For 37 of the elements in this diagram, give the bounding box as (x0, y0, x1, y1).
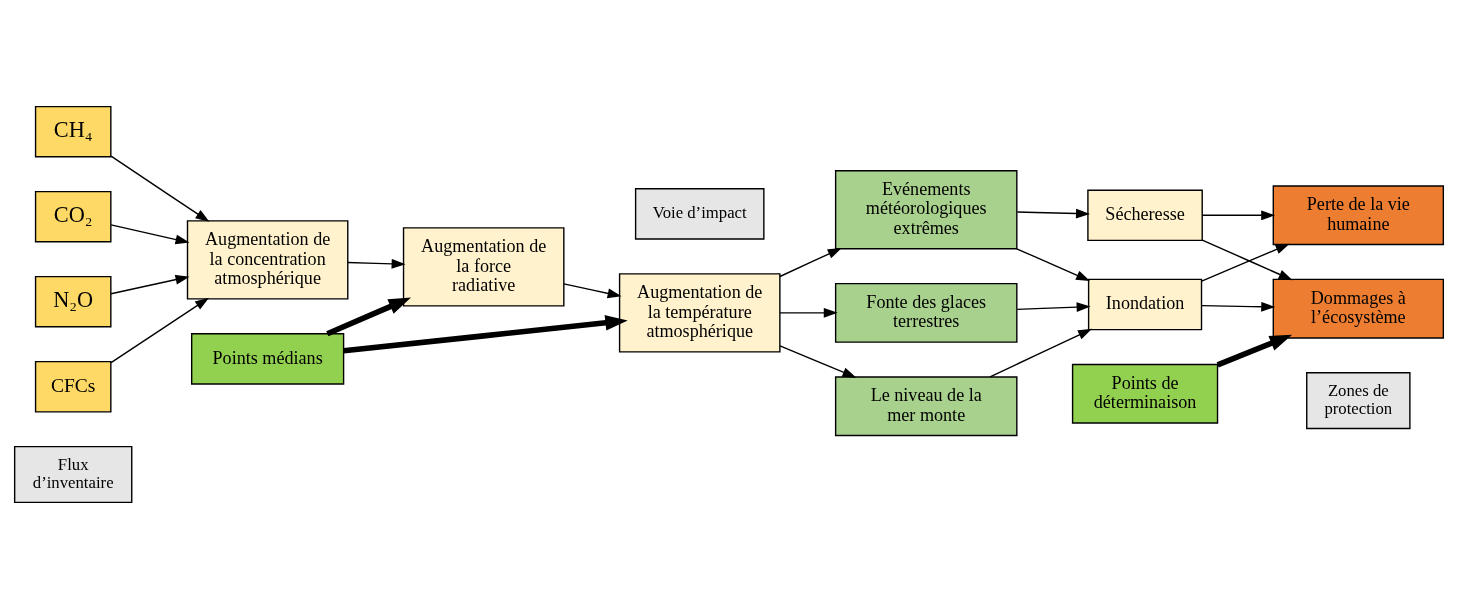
node-box: Sécheresse (1087, 189, 1203, 241)
node-box: Fonte des glaces terrestres (834, 282, 1018, 343)
node-box: Perte de la vie humaine (1272, 184, 1445, 245)
arrow (110, 297, 210, 363)
node-box: Augmentation de la force radiative (402, 226, 565, 307)
node-box: Dommages à l’écosystème (1272, 278, 1445, 339)
arrow (779, 344, 857, 378)
node-box: Le niveau de la mer monte (834, 375, 1018, 436)
node-box: CO₂ (34, 190, 112, 242)
node-box: Points médians (191, 332, 345, 385)
node-box: CFCs (34, 360, 112, 413)
arrow (989, 328, 1092, 378)
arrow (326, 297, 412, 336)
arrow (563, 282, 622, 298)
node-box: Voie d’impact (634, 187, 765, 240)
node-box: N₂O (34, 275, 112, 327)
node-box: Zones de protection (1306, 371, 1411, 429)
node-box: Flux d’inventaire (13, 445, 133, 503)
arrow (343, 314, 628, 354)
arrow (110, 223, 190, 244)
arrow (1016, 208, 1090, 218)
arrow (347, 258, 406, 269)
arrow (1016, 247, 1091, 281)
arrow (1216, 334, 1293, 367)
node-box: Augmentation de la température atmosphérique (618, 272, 781, 353)
arrow (110, 154, 210, 222)
node-box: Augmentation de la concentration atmosphérique (186, 219, 349, 300)
arrow (1016, 301, 1091, 312)
node-box: CH₄ (34, 105, 112, 157)
arrow (110, 274, 190, 294)
node-box: Points de déterminaison (1071, 363, 1219, 424)
arrow (779, 247, 842, 277)
node-box: Inondation (1087, 278, 1203, 330)
arrow (779, 307, 838, 318)
node-box: Evénements météorologiques extrêmes (834, 169, 1018, 249)
arrow (1201, 301, 1276, 312)
arrow (1201, 209, 1276, 220)
